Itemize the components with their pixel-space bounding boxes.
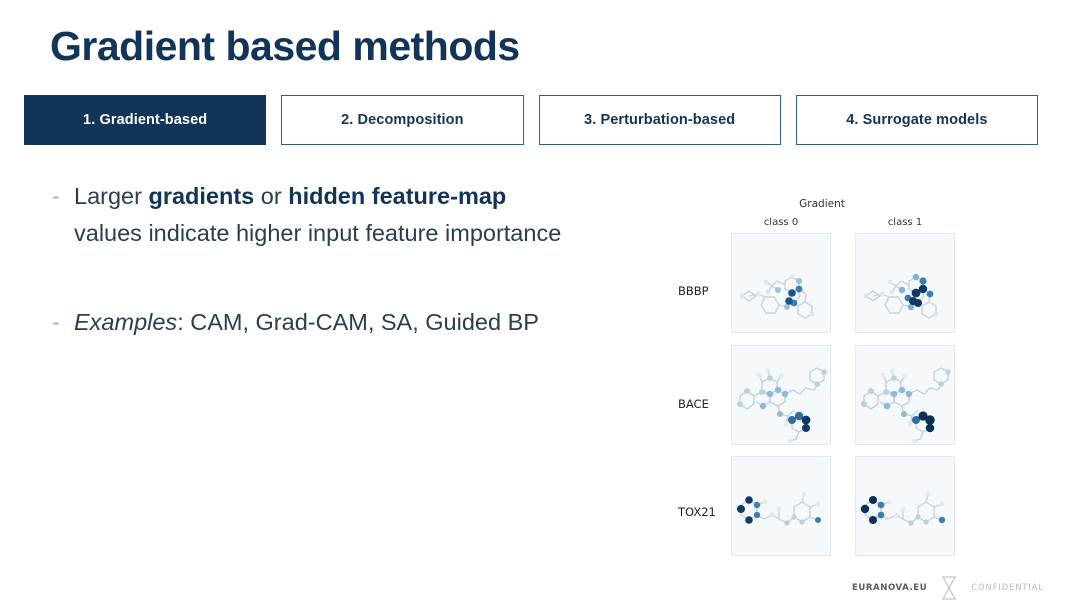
- list-item: - Examples: CAM, Grad-CAM, SA, Guided BP: [52, 304, 572, 341]
- gradient-figure: Gradient class 0 class 1 BBBP BACE TOX21: [672, 198, 972, 568]
- figure-row-label-bace: BACE: [678, 397, 709, 411]
- molecule-panel-tox21-class1: [855, 456, 955, 556]
- bullet-segment-bold: gradients: [148, 183, 255, 209]
- figure-row-label-bbbp: BBBP: [678, 284, 709, 298]
- bullet-marker: -: [52, 309, 60, 335]
- figure-column-header-class1: class 1: [887, 217, 923, 228]
- figure-title: Gradient: [799, 198, 845, 210]
- molecule-diagram-icon: [737, 491, 821, 526]
- molecule-panel-bace-class1: [855, 345, 955, 445]
- molecule-diagram-icon: [863, 273, 939, 319]
- molecule-panel-bbbp-class1: [855, 233, 955, 333]
- molecule-panel-bbbp-class0: [731, 233, 831, 333]
- tab-label: 1. Gradient-based: [83, 112, 208, 128]
- footer: EURANOVA.EU CONFIDENTIAL: [852, 575, 1044, 601]
- tab-surrogate-models[interactable]: 4. Surrogate models: [795, 95, 1038, 145]
- bullet-segment: values indicate higher input feature imp…: [74, 220, 562, 246]
- figure-column-header-class0: class 0: [763, 217, 799, 228]
- molecule-panel-bace-class0: [731, 345, 831, 445]
- bullet-segment-bold: hidden feature-map: [288, 183, 507, 209]
- molecule-diagram-icon: [860, 367, 951, 444]
- bullet-text: Examples: CAM, Grad-CAM, SA, Guided BP: [74, 304, 572, 341]
- molecule-diagram-icon: [739, 274, 815, 319]
- bullet-segment: or: [254, 183, 289, 209]
- bullet-marker: -: [52, 183, 60, 209]
- molecule-diagram-icon: [860, 491, 946, 526]
- bullet-segment: : CAM, Grad-CAM, SA, Guided BP: [177, 309, 539, 335]
- bullet-list: - Larger gradients or hidden feature-map…: [52, 178, 572, 341]
- footer-confidential-label: CONFIDENTIAL: [971, 583, 1044, 593]
- tab-label: 2. Decomposition: [341, 112, 464, 128]
- figure-row-label-tox21: TOX21: [678, 505, 716, 519]
- bullet-segment: Larger: [74, 183, 149, 209]
- bullet-segment-italic: Examples: [74, 309, 178, 335]
- page-title: Gradient based methods: [50, 23, 520, 69]
- molecule-diagram-icon: [737, 367, 827, 444]
- tab-perturbation-based[interactable]: 3. Perturbation-based: [538, 95, 781, 145]
- tab-label: 4. Surrogate models: [846, 112, 988, 128]
- hourglass-icon: [942, 576, 957, 600]
- tab-label: 3. Perturbation-based: [584, 112, 736, 128]
- molecule-panel-tox21-class0: [731, 456, 831, 556]
- footer-brand-label: EURANOVA.EU: [852, 583, 928, 593]
- list-item: - Larger gradients or hidden feature-map…: [52, 178, 572, 252]
- tab-gradient-based[interactable]: 1. Gradient-based: [24, 95, 267, 145]
- tab-bar: 1. Gradient-based 2. Decomposition 3. Pe…: [24, 95, 1038, 145]
- tab-decomposition[interactable]: 2. Decomposition: [281, 95, 524, 145]
- bullet-text: Larger gradients or hidden feature-map v…: [74, 178, 572, 252]
